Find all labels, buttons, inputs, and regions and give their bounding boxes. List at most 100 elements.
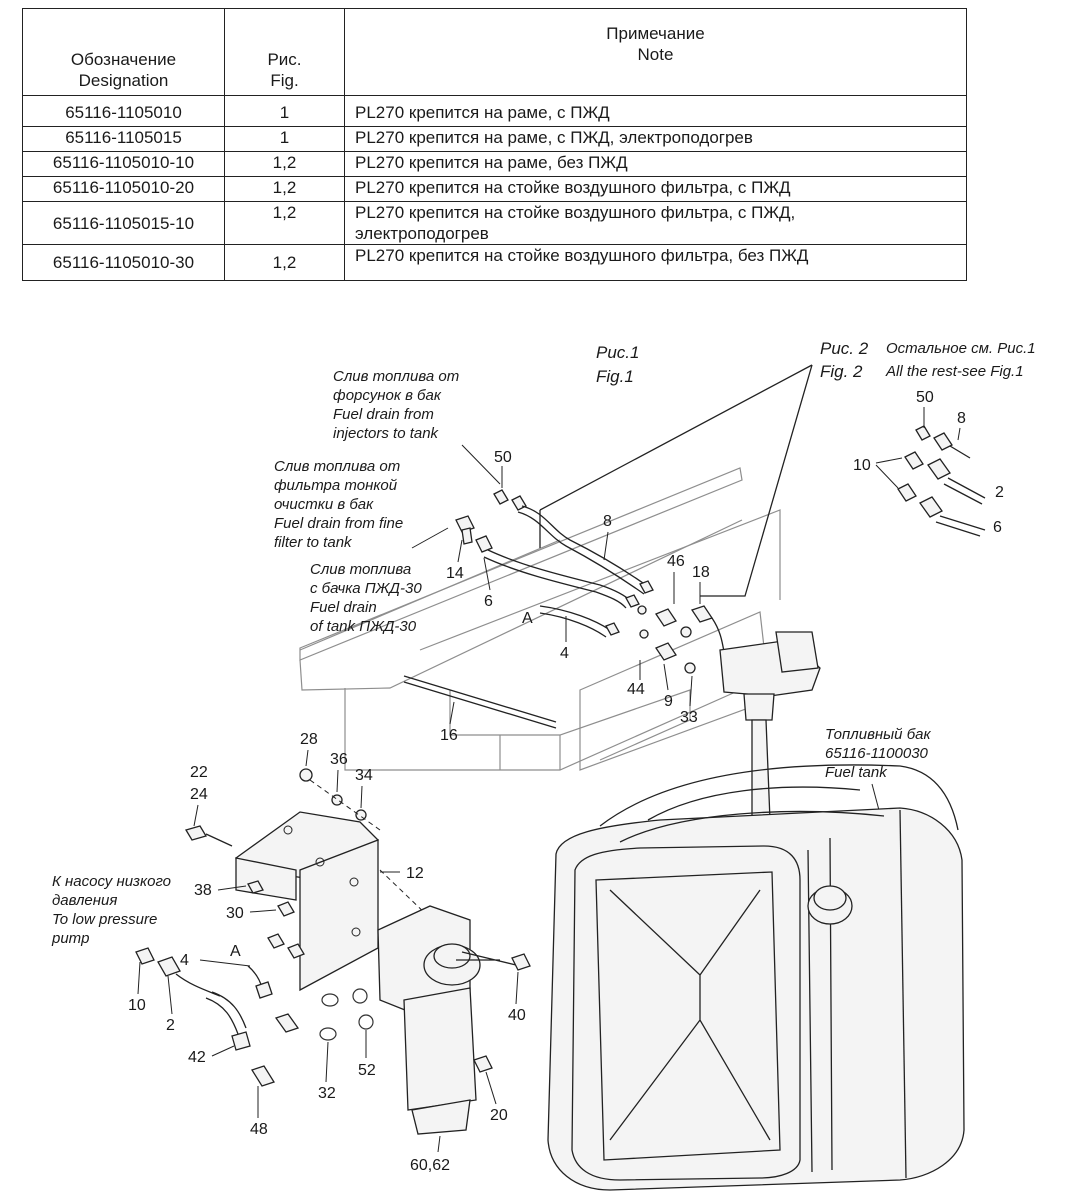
- callout-30: 30: [226, 905, 244, 922]
- callout-36: 36: [330, 751, 348, 768]
- callout-38: 38: [194, 882, 212, 899]
- callout-2: 2: [995, 484, 1004, 501]
- caption-line: 65116-1100030: [825, 745, 929, 762]
- fig2-callouts: 50 8 10 2 6: [853, 389, 1004, 536]
- fig2-label-en: Fig. 2: [820, 362, 863, 381]
- cell-designation: 65116-1105015-10: [22, 201, 225, 245]
- cell-note: PL270 крепится на стойке воздушного филь…: [344, 176, 967, 202]
- cell-note: PL270 крепится на стойке воздушного филь…: [344, 201, 967, 245]
- callout-12: 12: [406, 865, 424, 882]
- cell-note-line-1: PL270 крепится на стойке воздушного филь…: [355, 203, 796, 222]
- caption-line: filter to tank: [274, 534, 353, 551]
- callout-18: 18: [692, 564, 710, 581]
- caption-fuel-tank: Топливный бак 65116-1100030 Fuel tank: [825, 726, 931, 815]
- callout-46: 46: [667, 553, 685, 570]
- caption-line: давления: [52, 892, 117, 909]
- table-row: 65116-1105010-20 1,2 PL270 крепится на с…: [22, 176, 967, 202]
- filter-bracket-assembly: [135, 768, 531, 1135]
- fuel-tank: [547, 764, 965, 1191]
- callout-40: 40: [508, 1007, 526, 1024]
- header-note-ru: Примечание: [606, 24, 705, 43]
- header-designation: Обозначение Designation: [22, 8, 225, 96]
- caption-line: To low pressure: [52, 911, 157, 928]
- cell-designation: 65116-1105010-10: [22, 151, 225, 177]
- callout-20: 20: [490, 1107, 508, 1124]
- caption-line: Топливный бак: [825, 726, 931, 743]
- callout-50: 50: [494, 449, 512, 466]
- table-header-row: Обозначение Designation Рис. Fig. Примеч…: [22, 8, 967, 96]
- header-designation-en: Designation: [78, 71, 169, 90]
- caption-low-pressure-pump: К насосу низкого давления To low pressur…: [51, 873, 171, 947]
- fig2-note-ru: Остальное см. Рис.1: [886, 340, 1036, 357]
- fuel-level-sensor: [637, 605, 821, 869]
- fig1-label: Рис.1 Fig.1: [596, 343, 639, 386]
- figure-frame-lines: [539, 364, 813, 597]
- caption-line: Fuel tank: [825, 764, 888, 781]
- callout-42: 42: [188, 1049, 206, 1066]
- callout-14: 14: [446, 565, 464, 582]
- caption-line: Fuel drain from: [333, 406, 434, 423]
- callout-52: 52: [358, 1062, 376, 1079]
- callout-33: 33: [680, 709, 698, 726]
- callout-4: 4: [180, 952, 189, 969]
- cell-note-line-2: электроподогрев: [355, 224, 489, 243]
- fig1-callouts: 50 8 14 6 46 18 A 4 44 9 33 16 28 36 34 …: [128, 449, 710, 1174]
- callout-32: 32: [318, 1085, 336, 1102]
- caption-fine-filter-drain: Слив топлива от фильтра тонкой очистки в…: [274, 458, 449, 551]
- callout-6: 6: [993, 519, 1002, 536]
- header-figure-ru: Рис.: [267, 50, 302, 69]
- callout-4: 4: [560, 645, 569, 662]
- callout-50: 50: [916, 389, 934, 406]
- caption-line: injectors to tank: [333, 425, 440, 442]
- fig2-note-en: All the rest-see Fig.1: [885, 363, 1024, 380]
- specification-table: Обозначение Designation Рис. Fig. Примеч…: [22, 8, 967, 281]
- callout-a-bottom: A: [230, 943, 241, 960]
- cell-designation: 65116-1105010-20: [22, 176, 225, 202]
- caption-line: Слив топлива: [310, 561, 411, 578]
- caption-line: фильтра тонкой: [274, 477, 398, 494]
- cell-designation: 65116-1105010-30: [22, 244, 225, 281]
- caption-line: с бачка ПЖД-30: [310, 580, 422, 597]
- cell-note: PL270 крепится на раме, с ПЖД, электропо…: [344, 126, 967, 152]
- cell-figure: 1,2: [224, 244, 345, 281]
- fig1-label-ru: Рис.1: [596, 343, 639, 362]
- cell-designation: 65116-1105010: [22, 95, 225, 127]
- callout-34: 34: [355, 767, 373, 784]
- header-note: Примечание Note: [344, 8, 967, 96]
- cell-figure: 1,2: [224, 201, 345, 245]
- callout-28: 28: [300, 731, 318, 748]
- cell-note: PL270 крепится на стойке воздушного филь…: [344, 244, 967, 281]
- callout-6: 6: [484, 593, 493, 610]
- background-outline-letters: [299, 467, 781, 771]
- callout-8: 8: [957, 410, 966, 427]
- caption-line: Слив топлива от: [333, 368, 459, 385]
- header-note-en: Note: [637, 45, 674, 64]
- table-row: 65116-1105010 1 PL270 крепится на раме, …: [22, 95, 967, 127]
- caption-line: очистки в бак: [274, 496, 374, 513]
- callout-10: 10: [853, 457, 871, 474]
- callout-9: 9: [664, 693, 673, 710]
- caption-line: Fuel drain from fine: [274, 515, 403, 532]
- caption-line: Слив топлива от: [274, 458, 400, 475]
- cell-figure: 1,2: [224, 176, 345, 202]
- header-designation-ru: Обозначение: [70, 50, 177, 69]
- caption-line: К насосу низкого: [52, 873, 171, 890]
- callout-16: 16: [440, 727, 458, 744]
- callout-2: 2: [166, 1017, 175, 1034]
- callout-24: 24: [190, 786, 208, 803]
- table-row: 65116-1105015 1 PL270 крепится на раме, …: [22, 126, 967, 152]
- cell-note: PL270 крепится на раме, без ПЖД: [344, 151, 967, 177]
- table-row: 65116-1105015-10 1,2 PL270 крепится на с…: [22, 201, 967, 245]
- table-row: 65116-1105010-30 1,2 PL270 крепится на с…: [22, 244, 967, 281]
- caption-injector-drain: Слив топлива от форсунок в бак Fuel drai…: [333, 368, 501, 485]
- caption-line: Fuel drain: [310, 599, 377, 616]
- callout-10: 10: [128, 997, 146, 1014]
- caption-pzhd-tank-drain: Слив топлива с бачка ПЖД-30 Fuel drain o…: [310, 561, 422, 635]
- fig1-label-en: Fig.1: [596, 367, 634, 386]
- caption-line: форсунок в бак: [333, 387, 442, 404]
- fig2-fittings: [897, 425, 986, 537]
- cell-note: PL270 крепится на раме, с ПЖД: [344, 95, 967, 127]
- cell-figure: 1: [224, 95, 345, 127]
- callout-8: 8: [603, 513, 612, 530]
